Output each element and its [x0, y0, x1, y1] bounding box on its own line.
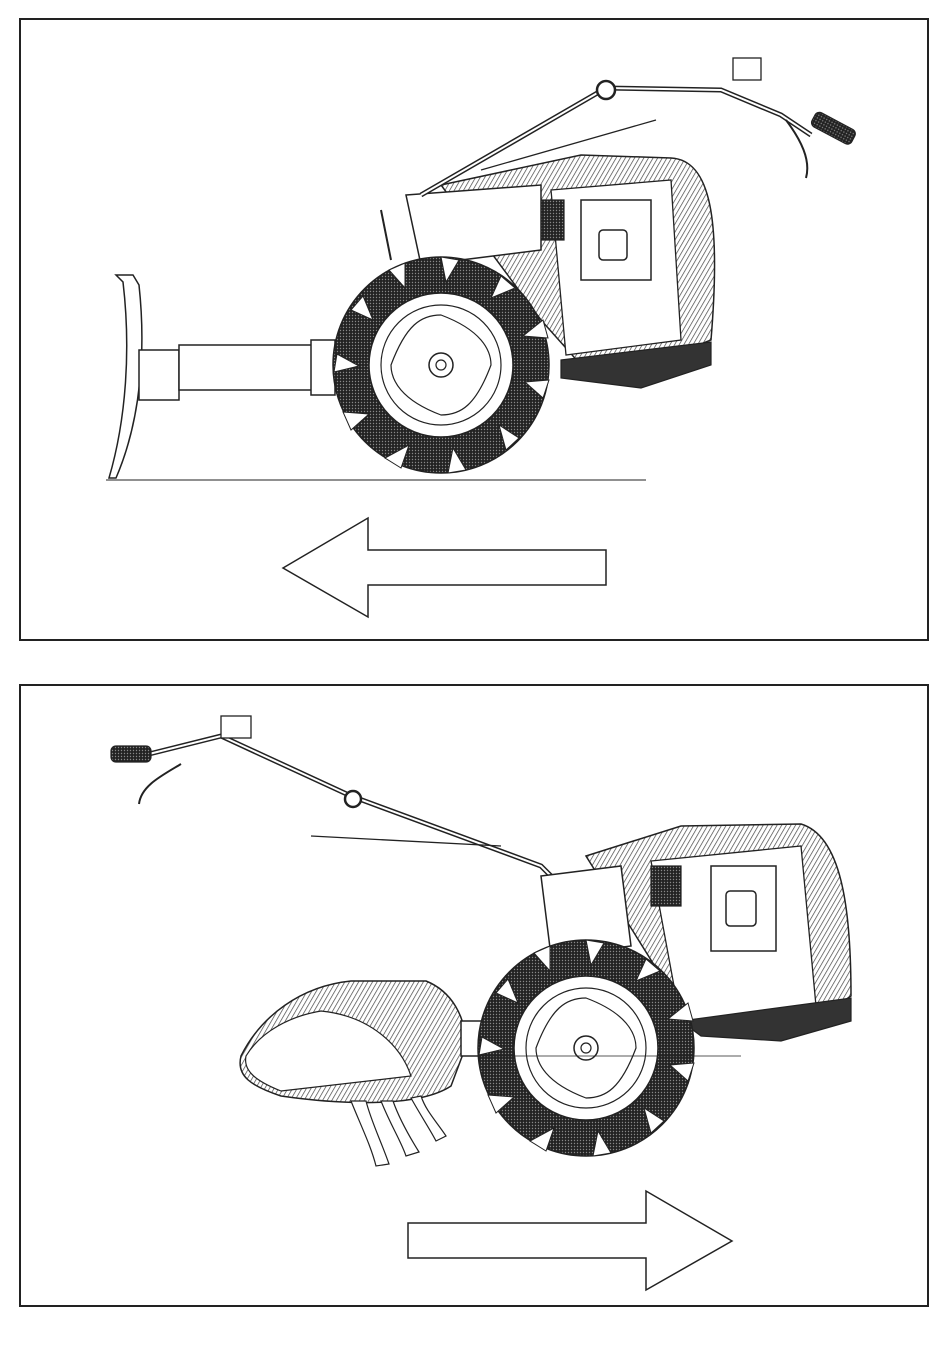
- illustration-panel-forward: [19, 18, 929, 641]
- clutch-lever: [139, 764, 181, 804]
- handle-grip: [111, 746, 151, 762]
- frame: [406, 185, 541, 265]
- drawbar: [179, 345, 324, 390]
- handlebar-pivot: [345, 791, 361, 807]
- direction-arrow-left: [283, 518, 606, 617]
- tiller-tines: [351, 1096, 446, 1166]
- illustration-panel-reverse: [19, 684, 929, 1307]
- handle-grip: [810, 111, 857, 146]
- drive-wheel: [478, 940, 694, 1156]
- handlebar: [141, 736, 561, 886]
- tractor-tiller-illustration: [21, 686, 927, 1305]
- handlebar-pivot: [597, 81, 615, 99]
- direction-arrow-right: [408, 1191, 732, 1290]
- drive-wheel: [333, 257, 549, 473]
- tractor-ridger-illustration: [21, 20, 927, 639]
- ridger-blade: [109, 275, 142, 478]
